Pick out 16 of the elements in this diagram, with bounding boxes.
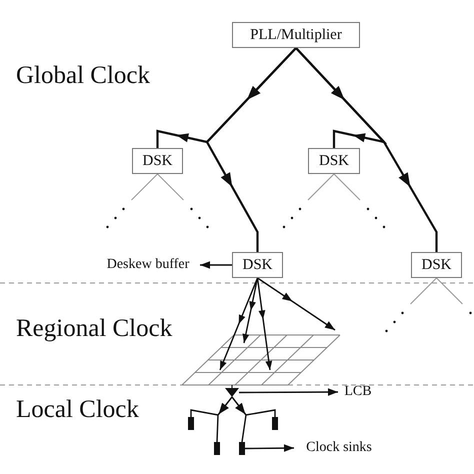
buffer-box: PLL/Multiplier bbox=[232, 22, 360, 48]
section-label: Local Clock bbox=[16, 396, 139, 424]
buffer-box: DSK bbox=[232, 252, 283, 278]
clock-sink bbox=[188, 417, 194, 430]
section-label: Regional Clock bbox=[16, 315, 172, 343]
buffer-box: DSK bbox=[132, 148, 183, 174]
annotation-text: Deskew buffer bbox=[96, 255, 200, 275]
clock-sink bbox=[272, 417, 278, 430]
buffer-box: DSK bbox=[411, 252, 462, 278]
section-label: Global Clock bbox=[16, 62, 150, 90]
clock-sink bbox=[239, 442, 245, 455]
clock-sink bbox=[214, 442, 220, 455]
buffer-triangle bbox=[225, 388, 239, 397]
annotation-text: LCB bbox=[338, 382, 378, 402]
buffer-box: DSK bbox=[308, 148, 360, 174]
annotation-text: Clock sinks bbox=[294, 438, 384, 458]
